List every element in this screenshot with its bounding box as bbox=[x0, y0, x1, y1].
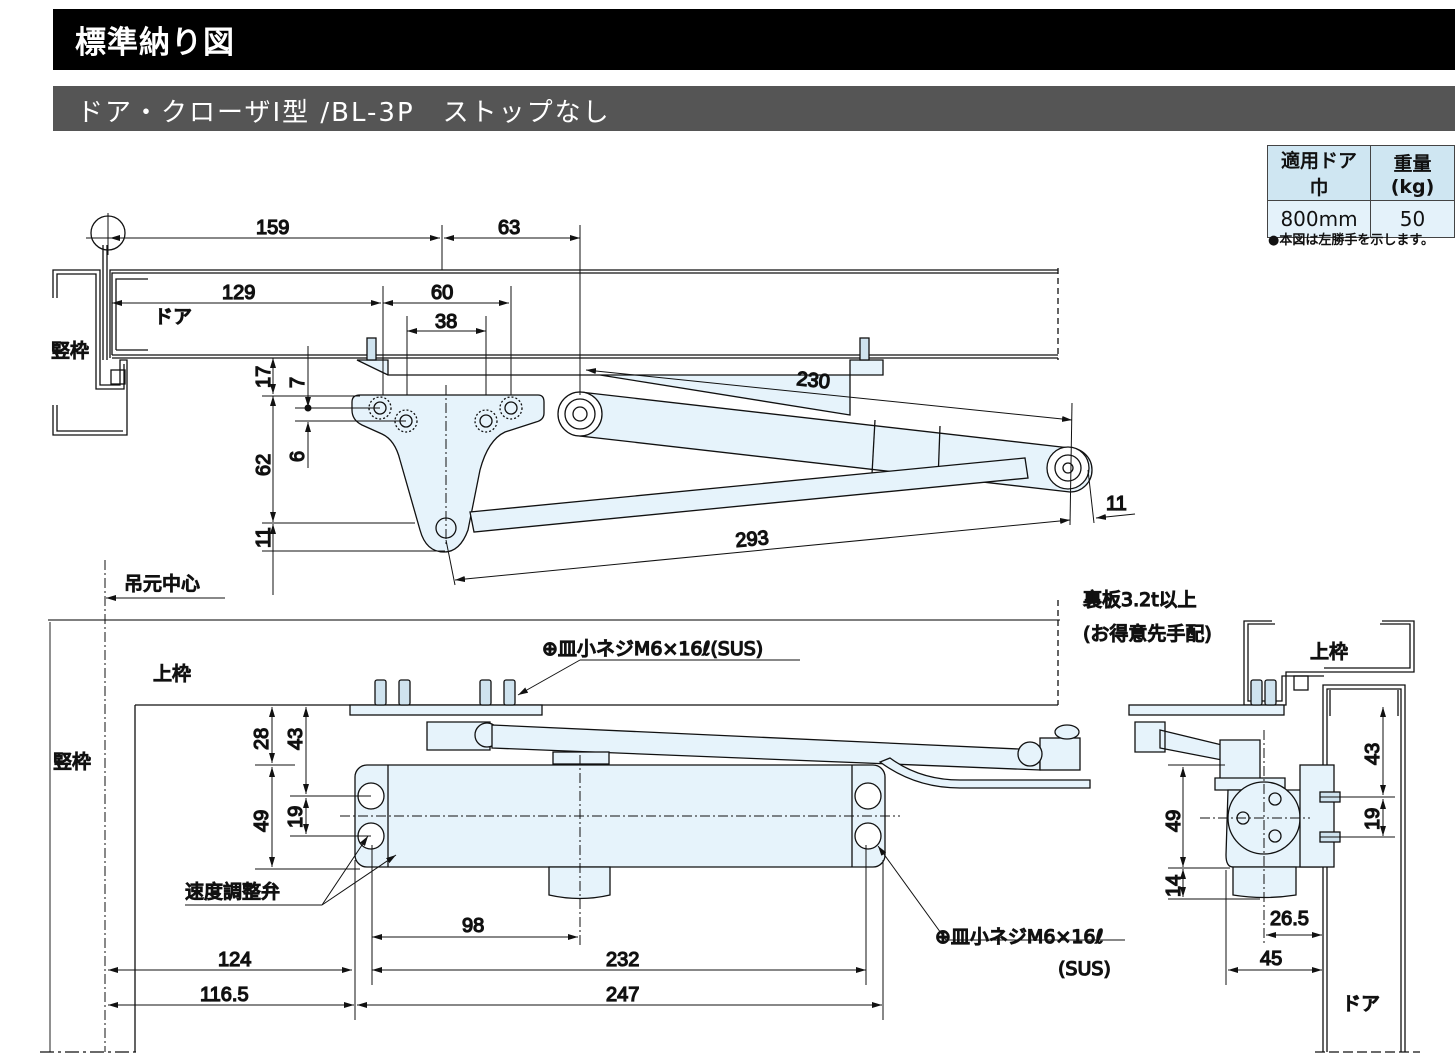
label-door-side: ドア bbox=[1342, 993, 1380, 1015]
dim-49-front: 49 bbox=[251, 810, 273, 832]
dim-49-side: 49 bbox=[1163, 810, 1185, 832]
dim-62: 62 bbox=[253, 454, 275, 476]
top-screws bbox=[366, 337, 870, 361]
dim-159: 159 bbox=[256, 217, 289, 239]
plan-dimension-lines bbox=[110, 225, 1136, 595]
side-dimension-lines bbox=[1168, 707, 1395, 985]
side-arm bbox=[1134, 721, 1223, 761]
spec-header-row: 適用ドア巾 重量(kg) bbox=[1266, 145, 1455, 201]
dim-232: 232 bbox=[606, 949, 639, 971]
dim-11-left: 11 bbox=[253, 527, 275, 548]
label-pivot-center: 吊元中心 bbox=[124, 573, 200, 595]
label-screw-bottom-1: ⊕皿小ネジM6×16ℓ bbox=[935, 926, 1103, 948]
dim-45: 45 bbox=[1260, 948, 1282, 970]
spec-value-row: 800mm 50 bbox=[1266, 200, 1455, 238]
dim-60: 60 bbox=[431, 282, 453, 304]
side-view: 裏板3.2t以上 (お得意先手配) 上枠 ドア bbox=[1082, 588, 1420, 1053]
page-title: 標準納り図 bbox=[75, 25, 235, 61]
front-mounting-plate bbox=[349, 704, 543, 716]
dim-293: 293 bbox=[735, 527, 770, 552]
label-top-frame: 上枠 bbox=[153, 663, 191, 685]
side-mounting-block bbox=[1299, 764, 1335, 868]
dim-11-right: 11 bbox=[1106, 493, 1127, 515]
label-speed-valve: 速度調整弁 bbox=[185, 881, 280, 903]
front-arm-head bbox=[426, 721, 491, 751]
dim-43-front: 43 bbox=[285, 728, 307, 750]
spec-value-door-width: 800mm bbox=[1266, 200, 1372, 238]
plan-view: 159 63 129 60 38 17 7 6 62 11 230 293 11… bbox=[50, 213, 1136, 595]
label-side-frame-front: 竪枠 bbox=[53, 751, 91, 773]
spec-header-weight: 重量(kg) bbox=[1370, 145, 1455, 201]
page-subtitle: ドア・クローザⅠ型 /BL-3P ストップなし bbox=[77, 98, 611, 128]
side-arm-head bbox=[1214, 739, 1286, 791]
label-screw-top: ⊕皿小ネジM6×16ℓ(SUS) bbox=[542, 638, 763, 660]
dim-19-front: 19 bbox=[285, 806, 307, 828]
front-spindle-plate bbox=[552, 751, 610, 765]
dim-63: 63 bbox=[498, 217, 520, 239]
front-dimension-lines bbox=[108, 659, 1125, 1020]
side-mounting-plate bbox=[1128, 704, 1285, 716]
dim-124: 124 bbox=[218, 949, 251, 971]
dim-14-side: 14 bbox=[1163, 875, 1185, 897]
dim-116-5: 116.5 bbox=[200, 984, 249, 1006]
dim-7: 7 bbox=[287, 377, 309, 388]
dim-19-side: 19 bbox=[1362, 808, 1384, 830]
bracket-holes bbox=[368, 385, 523, 545]
main-pivot-icon bbox=[557, 391, 603, 437]
spec-value-weight: 50 bbox=[1370, 200, 1455, 238]
dim-17: 17 bbox=[253, 366, 275, 388]
spec-table: 適用ドア巾 重量(kg) 800mm 50 bbox=[1266, 145, 1455, 238]
subtitle-bar: ドア・クローザⅠ型 /BL-3P ストップなし bbox=[53, 86, 1455, 131]
dim-26-5: 26.5 bbox=[1270, 908, 1309, 930]
label-door: ドア bbox=[154, 306, 192, 328]
dim-98: 98 bbox=[462, 915, 484, 937]
front-screws bbox=[374, 679, 516, 706]
label-back-plate-1: 裏板3.2t以上 bbox=[1083, 589, 1197, 611]
left-hand-note: ●本図は左勝手を示します。 bbox=[1268, 233, 1435, 248]
title-bar: 標準納り図 bbox=[53, 9, 1455, 70]
side-frame-profile bbox=[52, 245, 128, 436]
door-profile-side bbox=[1315, 684, 1420, 1053]
forearm bbox=[469, 457, 1029, 533]
spec-header-door-width: 適用ドア巾 bbox=[1266, 145, 1372, 201]
dim-6: 6 bbox=[287, 451, 309, 462]
dim-43-side: 43 bbox=[1362, 743, 1384, 765]
front-forearm bbox=[878, 757, 1091, 789]
arm-bracket bbox=[351, 394, 545, 553]
side-screws bbox=[1250, 679, 1277, 706]
door-section bbox=[109, 268, 1059, 360]
label-screw-bottom-2: (SUS) bbox=[1058, 958, 1111, 980]
dim-230: 230 bbox=[795, 368, 830, 393]
side-body-holes bbox=[1236, 792, 1282, 843]
dim-28: 28 bbox=[251, 728, 273, 750]
arm-joint-icon bbox=[1046, 446, 1090, 490]
pivot-circle-icon bbox=[86, 213, 130, 255]
label-top-frame-side: 上枠 bbox=[1310, 641, 1348, 663]
dim-129: 129 bbox=[222, 282, 255, 304]
front-view: 吊元中心 上枠 竪枠 bbox=[40, 560, 1125, 1053]
dim-247: 247 bbox=[606, 984, 639, 1006]
dim-38: 38 bbox=[435, 311, 457, 333]
label-back-plate-2: (お得意先手配) bbox=[1083, 623, 1212, 645]
front-arm-joint-icon bbox=[1017, 724, 1081, 771]
label-side-frame: 竪枠 bbox=[51, 340, 89, 362]
